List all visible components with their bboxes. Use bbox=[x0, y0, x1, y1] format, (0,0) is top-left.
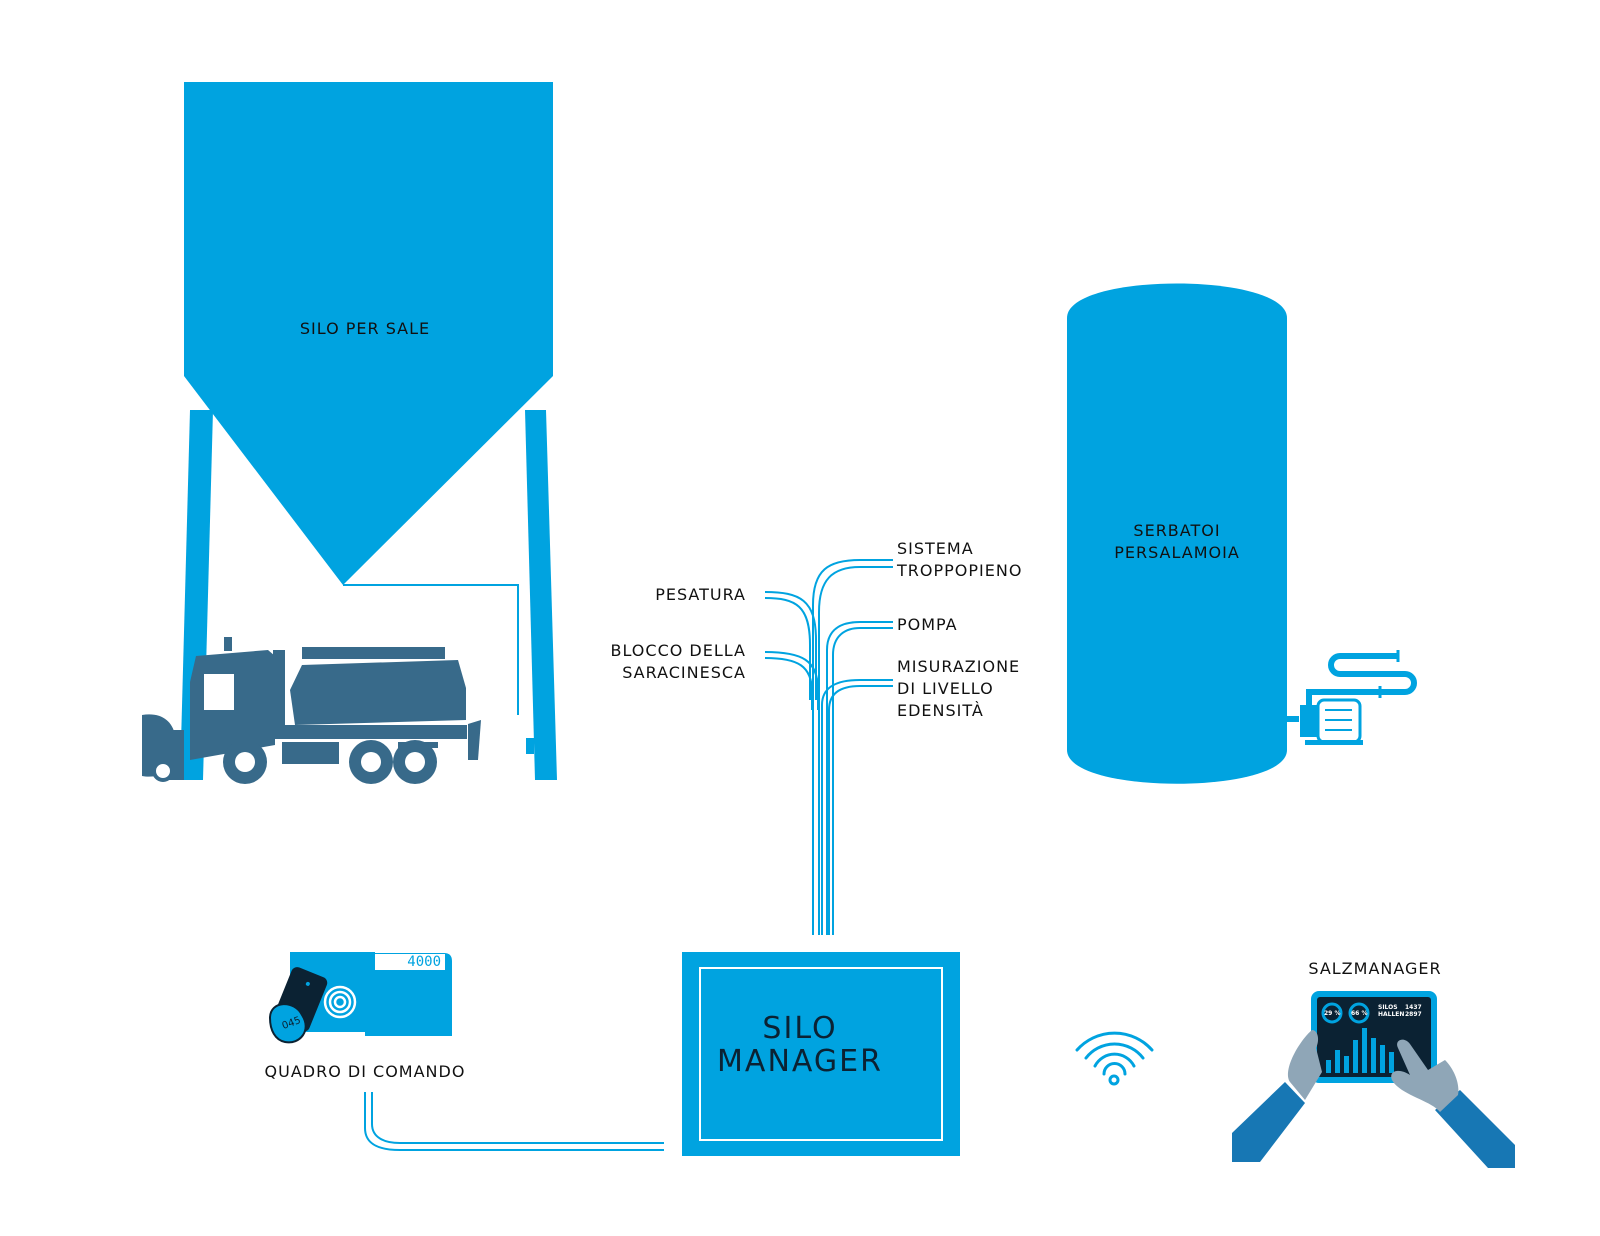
hands-icon bbox=[1232, 1030, 1515, 1168]
tablet-col1-line2: HALLEN bbox=[1378, 1011, 1405, 1018]
tablet-col1: SILOS HALLEN bbox=[1378, 1004, 1404, 1018]
tablet-col2: 1437 2897 bbox=[1405, 1004, 1422, 1018]
blocco-label-line1: BLOCCO DELLA bbox=[610, 641, 746, 660]
tank-icon bbox=[1067, 283, 1287, 784]
silo-manager-label-line2: MANAGER bbox=[717, 1044, 883, 1079]
blocco-label-line2: SARACINESCA bbox=[622, 663, 746, 682]
control-panel-display: 4000 bbox=[375, 954, 445, 970]
silo-manager-label: SILO MANAGER bbox=[664, 1012, 936, 1078]
pesatura-label: PESATURA bbox=[655, 585, 746, 604]
silo-manager-label-line1: SILO bbox=[762, 1011, 838, 1046]
truck-icon bbox=[142, 637, 481, 784]
sistema-label: SISTEMA TROPPOPIENO bbox=[897, 538, 1022, 582]
wifi-icon bbox=[1075, 1031, 1154, 1086]
connection-lines bbox=[764, 559, 893, 935]
tablet-gauge1-value: 29 % bbox=[1324, 1010, 1341, 1017]
tablet-col2-line2: 2897 bbox=[1405, 1011, 1422, 1018]
misurazione-label: MISURAZIONE DI LIVELLO EDENSITÀ bbox=[897, 656, 1020, 722]
silo-manager-box bbox=[682, 952, 960, 1156]
misurazione-label-line3: EDENSITÀ bbox=[897, 701, 984, 720]
misurazione-label-line2: DI LIVELLO bbox=[897, 679, 994, 698]
tablet-col2-line1: 1437 bbox=[1405, 1004, 1422, 1011]
tank-label-line1: SERBATOI bbox=[1133, 521, 1221, 540]
pompa-label: POMPA bbox=[897, 615, 958, 634]
tablet-gauge2-value: 66 % bbox=[1351, 1010, 1368, 1017]
rfid-phone-icon bbox=[268, 967, 328, 1044]
salzmanager-label: SALZMANAGER bbox=[1308, 959, 1442, 978]
tablet-col1-line1: SILOS bbox=[1378, 1004, 1398, 1011]
blocco-label: BLOCCO DELLA SARACINESCA bbox=[580, 640, 746, 684]
tank-label-line2: PERSALAMOIA bbox=[1114, 543, 1240, 562]
silo-label: SILO PER SALE bbox=[299, 319, 431, 338]
sistema-label-line1: SISTEMA bbox=[897, 539, 974, 558]
misurazione-label-line1: MISURAZIONE bbox=[897, 657, 1021, 676]
rfid-signal-icon bbox=[323, 985, 357, 1019]
pump-icon bbox=[1287, 650, 1417, 745]
sistema-label-line2: TROPPOPIENO bbox=[897, 561, 1023, 580]
quadro-label: QUADRO DI COMANDO bbox=[264, 1062, 466, 1081]
tank-label: SERBATOI PERSALAMOIA bbox=[1077, 520, 1277, 564]
